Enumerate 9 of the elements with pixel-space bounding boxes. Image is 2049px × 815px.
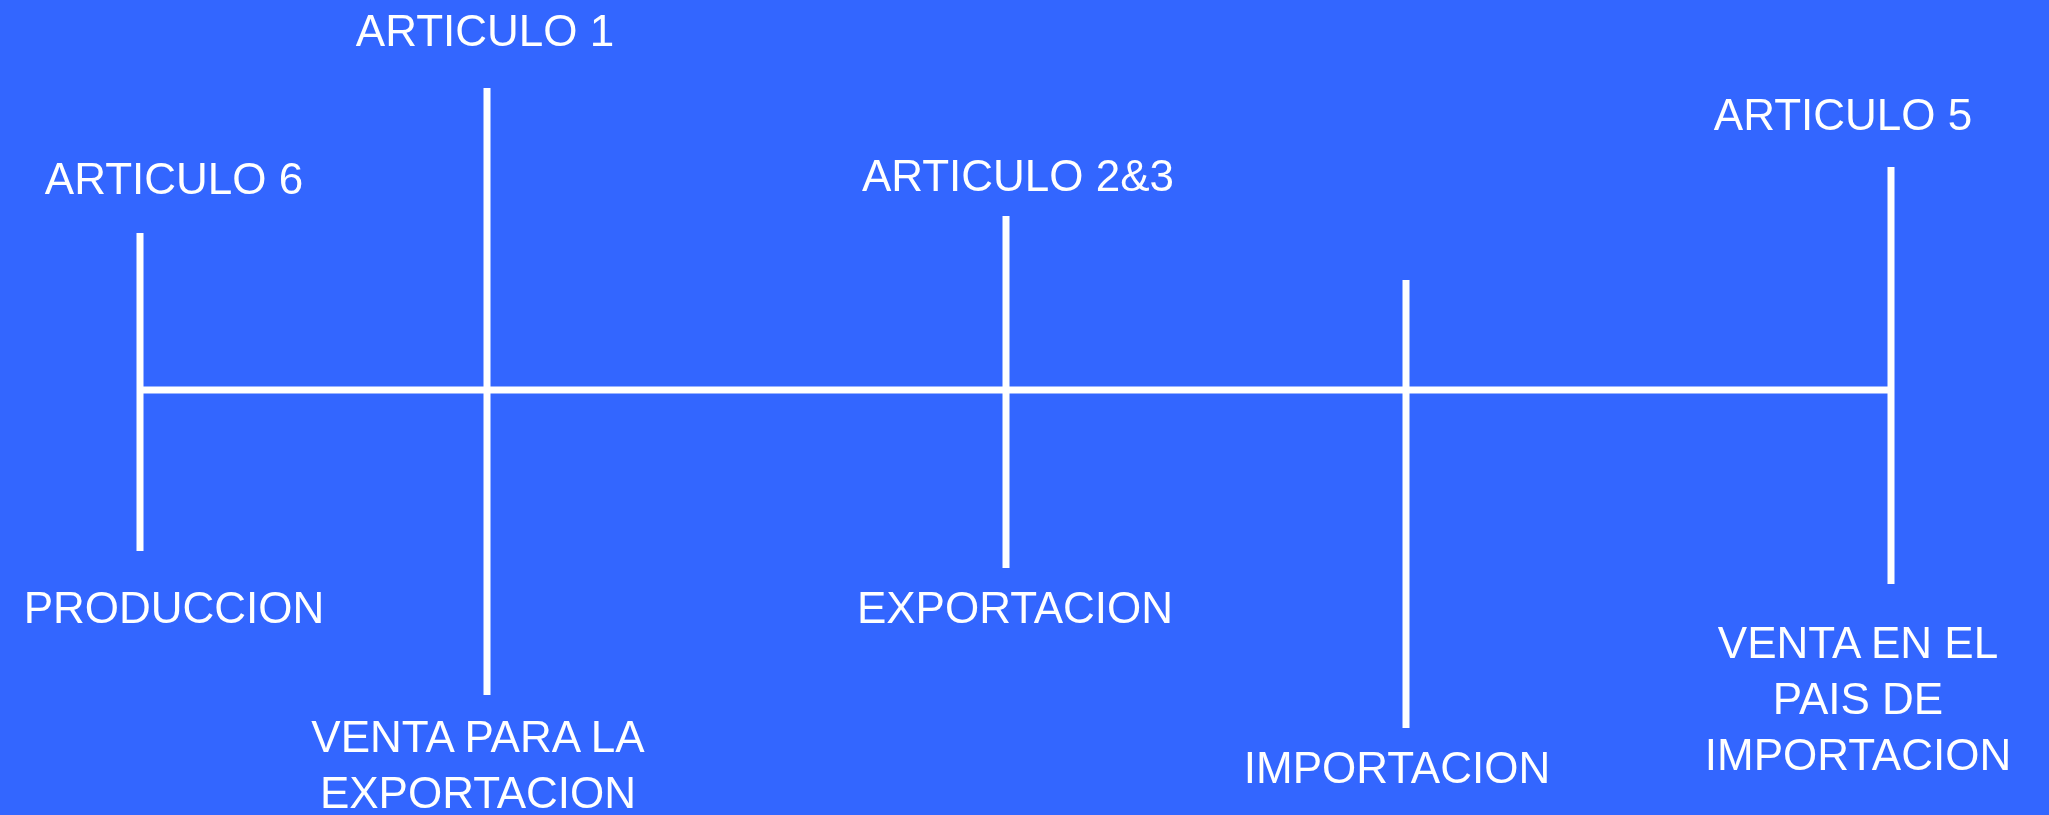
timeline-label: VENTA PARA LA EXPORTACION	[310, 711, 646, 815]
timeline-label: ARTICULO 2&3	[860, 150, 1176, 202]
timeline-label: ARTICULO 5	[1712, 89, 1974, 141]
timeline-label: PRODUCCION	[22, 582, 326, 634]
timeline-label: ARTICULO 6	[43, 153, 305, 205]
timeline-label: EXPORTACION	[855, 582, 1175, 634]
timeline-label: VENTA EN EL PAIS DE IMPORTACION	[1703, 617, 2013, 781]
timeline-label: ARTICULO 1	[354, 5, 616, 57]
timeline-label: IMPORTACION	[1242, 742, 1552, 794]
